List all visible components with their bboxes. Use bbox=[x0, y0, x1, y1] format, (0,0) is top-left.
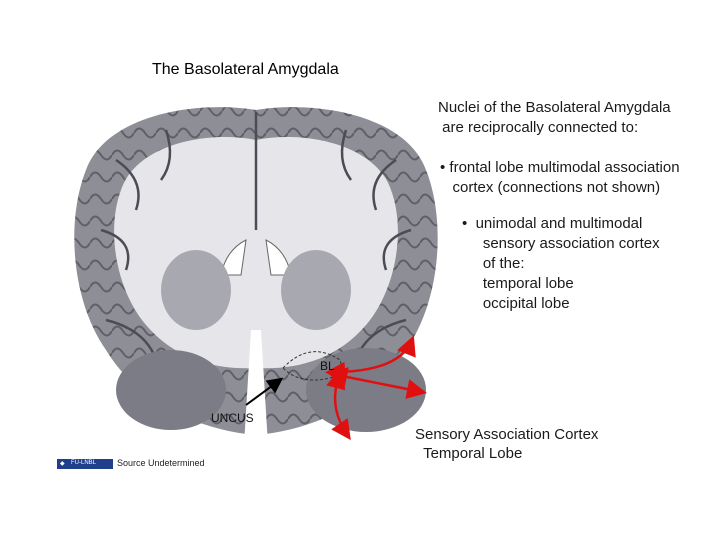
bullet-frontal-lobe: • frontal lobe multimodal association co… bbox=[440, 159, 680, 196]
brain-coronal-section bbox=[74, 107, 438, 445]
thalamus-left bbox=[161, 250, 231, 330]
connections-heading: Nuclei of the Basolateral Amygdala are r… bbox=[438, 99, 671, 136]
temporal-lobe-left bbox=[116, 350, 226, 430]
bullet-sensory-association: • unimodal and multimodal sensory associ… bbox=[462, 215, 660, 312]
sensory-cortex-label: Sensory Association Cortex Temporal Lobe bbox=[415, 426, 599, 462]
institution-logo: ◆ FU-LNBL bbox=[57, 459, 113, 469]
thalamus-right bbox=[281, 250, 351, 330]
uncus-label: UNCUS bbox=[211, 411, 254, 425]
bl-label: BL bbox=[320, 359, 335, 373]
page-title: The Basolateral Amygdala bbox=[152, 61, 339, 78]
source-credit: Source Undetermined bbox=[117, 458, 205, 468]
logo-mark-icon: ◆ bbox=[60, 461, 65, 467]
logo-text: FU-LNBL bbox=[71, 460, 97, 466]
